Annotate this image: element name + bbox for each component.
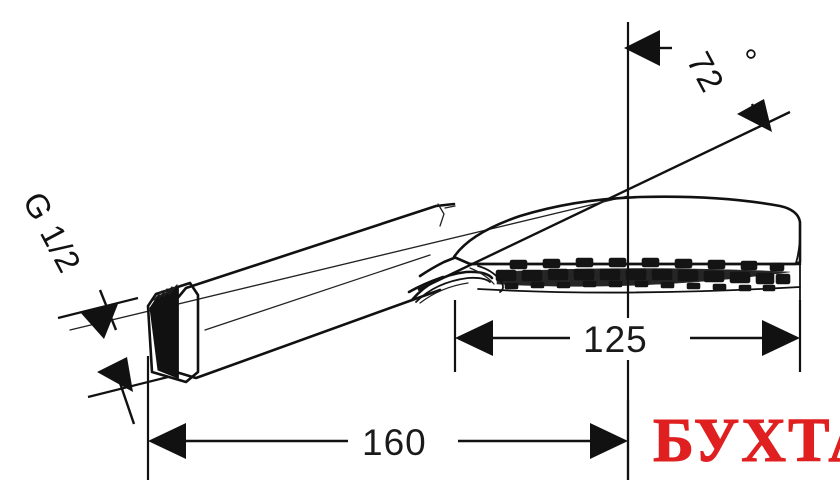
inlet-detail-inner (469, 267, 495, 285)
watermark-outline-text: БУХТА (653, 407, 840, 475)
thread-arrow-lower (97, 357, 133, 392)
thread-dim-line-lower (118, 382, 136, 425)
mode-button-inner (419, 282, 469, 304)
thread-ext-upper (57, 296, 139, 320)
dim125-arrow-right (762, 320, 800, 356)
handle-seam-tick (444, 205, 456, 209)
thread-teeth (153, 284, 178, 301)
spray-axis-line (417, 110, 791, 292)
angle-arrow-inclined-tail (750, 103, 759, 117)
dim160-label: 160 (362, 422, 427, 463)
angle-arrow-inclined (737, 99, 772, 132)
head-right-edge (795, 221, 802, 264)
watermark-shadow-text: БУХТА (656, 410, 840, 478)
mode-button-lower (415, 276, 491, 303)
angle-arrow-vertical (624, 30, 660, 66)
threaded-connector (146, 281, 200, 384)
watermark-fill-text: БУХТА (653, 407, 840, 475)
dim125-arrow-left (455, 320, 493, 356)
dimension-125-group: 125 (453, 300, 802, 372)
handle-upper-edge (174, 202, 456, 302)
dim160-arrow-left (148, 423, 186, 459)
thread-arrow-upper (80, 304, 118, 339)
watermark-logo: БУХТА БУХТА БУХТА (649, 403, 840, 480)
handle-highlight-line (204, 254, 431, 331)
shower-head (452, 195, 802, 301)
dimension-160-group: 160 (146, 356, 630, 480)
dim160-arrow-right (590, 423, 628, 459)
handle-seam-notch (437, 203, 445, 227)
mode-button-upper (410, 270, 494, 302)
spray-face-bottom (477, 286, 801, 294)
construction-lines (69, 22, 791, 480)
handle-head-transition-upper (418, 256, 456, 278)
inlet-detail (477, 265, 504, 293)
head-shell-outline (452, 195, 802, 266)
spray-nozzles (495, 257, 791, 292)
dim125-label: 125 (583, 319, 648, 360)
